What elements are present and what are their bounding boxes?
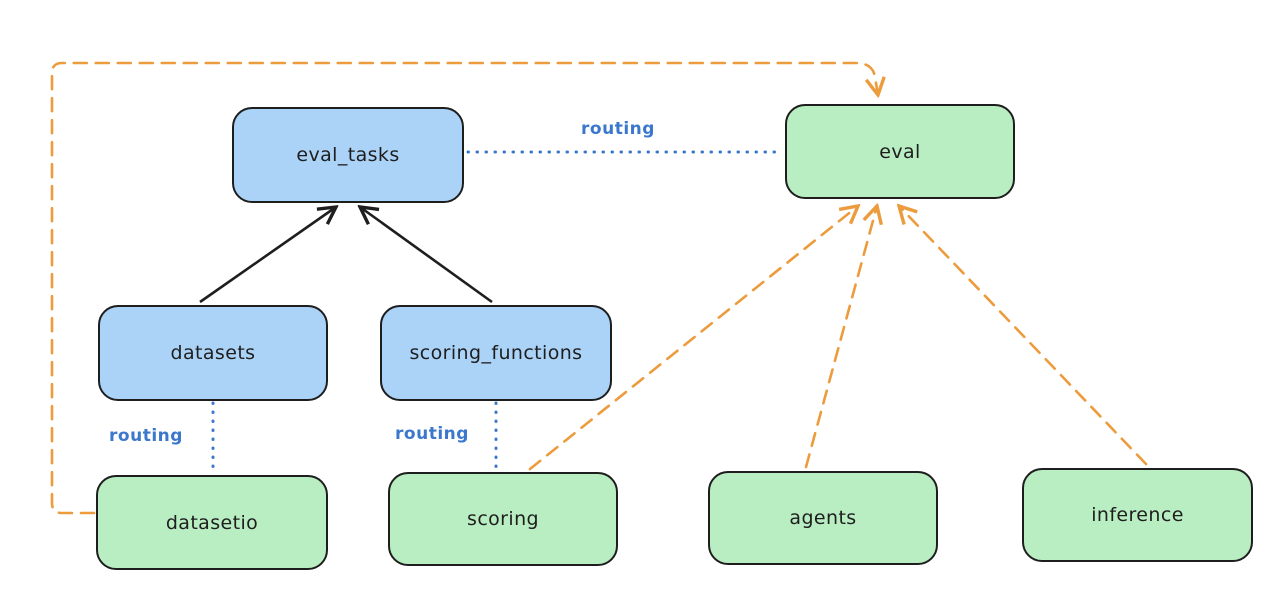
node-agents-label: agents [789,507,857,529]
node-scoring: scoring [388,472,618,566]
edge-inference-to-eval [899,206,1148,466]
edge-scoring-to-eval [528,206,858,471]
routing-label-scoring-functions-to-scoring: routing [395,424,469,444]
node-eval-tasks: eval_tasks [232,107,464,203]
node-inference: inference [1022,468,1253,562]
node-inference-label: inference [1091,504,1184,526]
edge-datasets-to-eval-tasks [199,207,336,304]
node-datasets: datasets [98,305,328,401]
edge-datasetio-to-eval [50,61,878,515]
node-datasets-label: datasets [170,342,256,364]
node-scoring-functions: scoring_functions [380,305,612,401]
node-datasetio: datasetio [96,475,328,570]
routing-label-datasets-to-datasetio: routing [109,426,183,446]
node-eval-label: eval [879,140,921,163]
node-datasetio-label: datasetio [165,511,259,534]
node-eval-tasks-label: eval_tasks [296,144,400,166]
node-scoring-functions-label: scoring_functions [409,342,583,364]
routing-label-eval-tasks-to-eval: routing [581,119,655,139]
node-agents: agents [708,471,938,565]
edge-scoring-functions-to-eval-tasks [360,207,493,304]
node-eval: eval [785,104,1015,199]
node-scoring-label: scoring [467,508,539,530]
edge-agents-to-eval [804,206,877,469]
